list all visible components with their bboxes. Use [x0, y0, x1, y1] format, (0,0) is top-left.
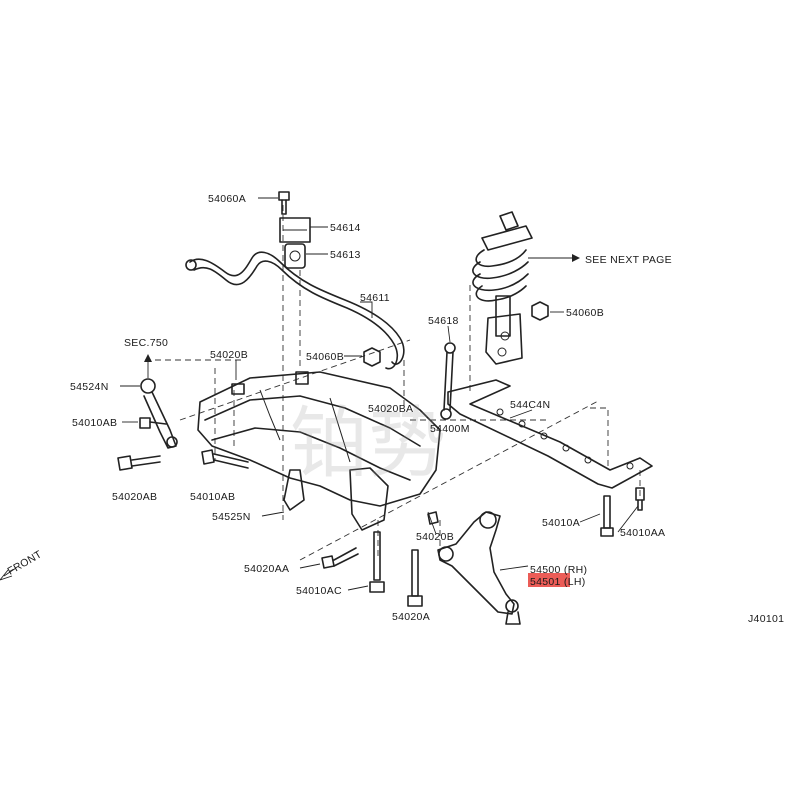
label-54010ac: 54010AC — [296, 585, 342, 597]
label-54060b-upper: 54060B — [566, 307, 604, 319]
label-54020ba: 54020BA — [368, 403, 413, 415]
strut-assembly — [472, 211, 533, 365]
bolt-54010ac — [369, 531, 385, 593]
label-54618: 54618 — [428, 315, 459, 327]
bolt-54020a — [407, 549, 423, 607]
bolt-54010ab-left — [139, 417, 167, 429]
label-front: FRONT — [6, 548, 45, 577]
bolt-54020aa — [321, 547, 359, 569]
see-next-page-arrow — [528, 254, 580, 262]
label-54611: 54611 — [360, 292, 390, 304]
bolt-54010a — [600, 495, 614, 537]
label-54500-rh: 54500 (RH) — [530, 564, 587, 576]
nut-54060b-upper — [531, 301, 549, 321]
bolt-54060a — [278, 191, 290, 215]
label-54524n: 54524N — [70, 381, 109, 393]
bolt-54020b-lower — [427, 511, 439, 525]
tension-link-left — [140, 354, 178, 449]
bolt-54010aa — [635, 487, 645, 511]
label-54060b-lower: 54060B — [306, 351, 344, 363]
label-54501-lh: 54501 (LH) — [530, 576, 586, 588]
highlight-54501 — [528, 573, 570, 587]
label-54020a: 54020A — [392, 611, 430, 623]
member-crossbar — [447, 379, 653, 489]
label-544c4n: 544C4N — [510, 399, 550, 411]
label-54020b-upper: 54020B — [210, 349, 248, 361]
leader-lines — [120, 197, 639, 591]
label-54060a: 54060A — [208, 193, 246, 205]
label-54614: 54614 — [330, 222, 361, 234]
nut-54060b-lower — [363, 347, 381, 367]
dash-lines — [145, 205, 641, 561]
stabilizer-bar — [185, 251, 405, 370]
stabilizer-bushing — [279, 217, 311, 269]
watermark: 铂势 — [290, 399, 446, 489]
suspension-member — [197, 371, 441, 531]
bolt-54010ab-mid — [201, 449, 249, 469]
label-54020aa: 54020AA — [244, 563, 289, 575]
label-see-next-page: SEE NEXT PAGE — [585, 254, 672, 266]
label-54010aa: 54010AA — [620, 527, 665, 539]
label-54010a: 54010A — [542, 517, 580, 529]
front-arrow — [0, 567, 17, 581]
label-sec750: SEC.750 — [124, 337, 168, 349]
lower-control-arm — [437, 511, 521, 625]
label-54525n: 54525N — [212, 511, 251, 523]
stabilizer-link — [440, 342, 456, 420]
label-54613: 54613 — [330, 249, 361, 261]
label-54020b-lower: 54020B — [416, 531, 454, 543]
label-54010ab-left: 54010AB — [72, 417, 117, 429]
label-diagram-id: J40101 — [748, 613, 784, 625]
label-54010ab-mid: 54010AB — [190, 491, 235, 503]
bolt-54020ab — [117, 455, 161, 471]
label-54020ab: 54020AB — [112, 491, 157, 503]
label-54400m: 54400M — [430, 423, 470, 435]
